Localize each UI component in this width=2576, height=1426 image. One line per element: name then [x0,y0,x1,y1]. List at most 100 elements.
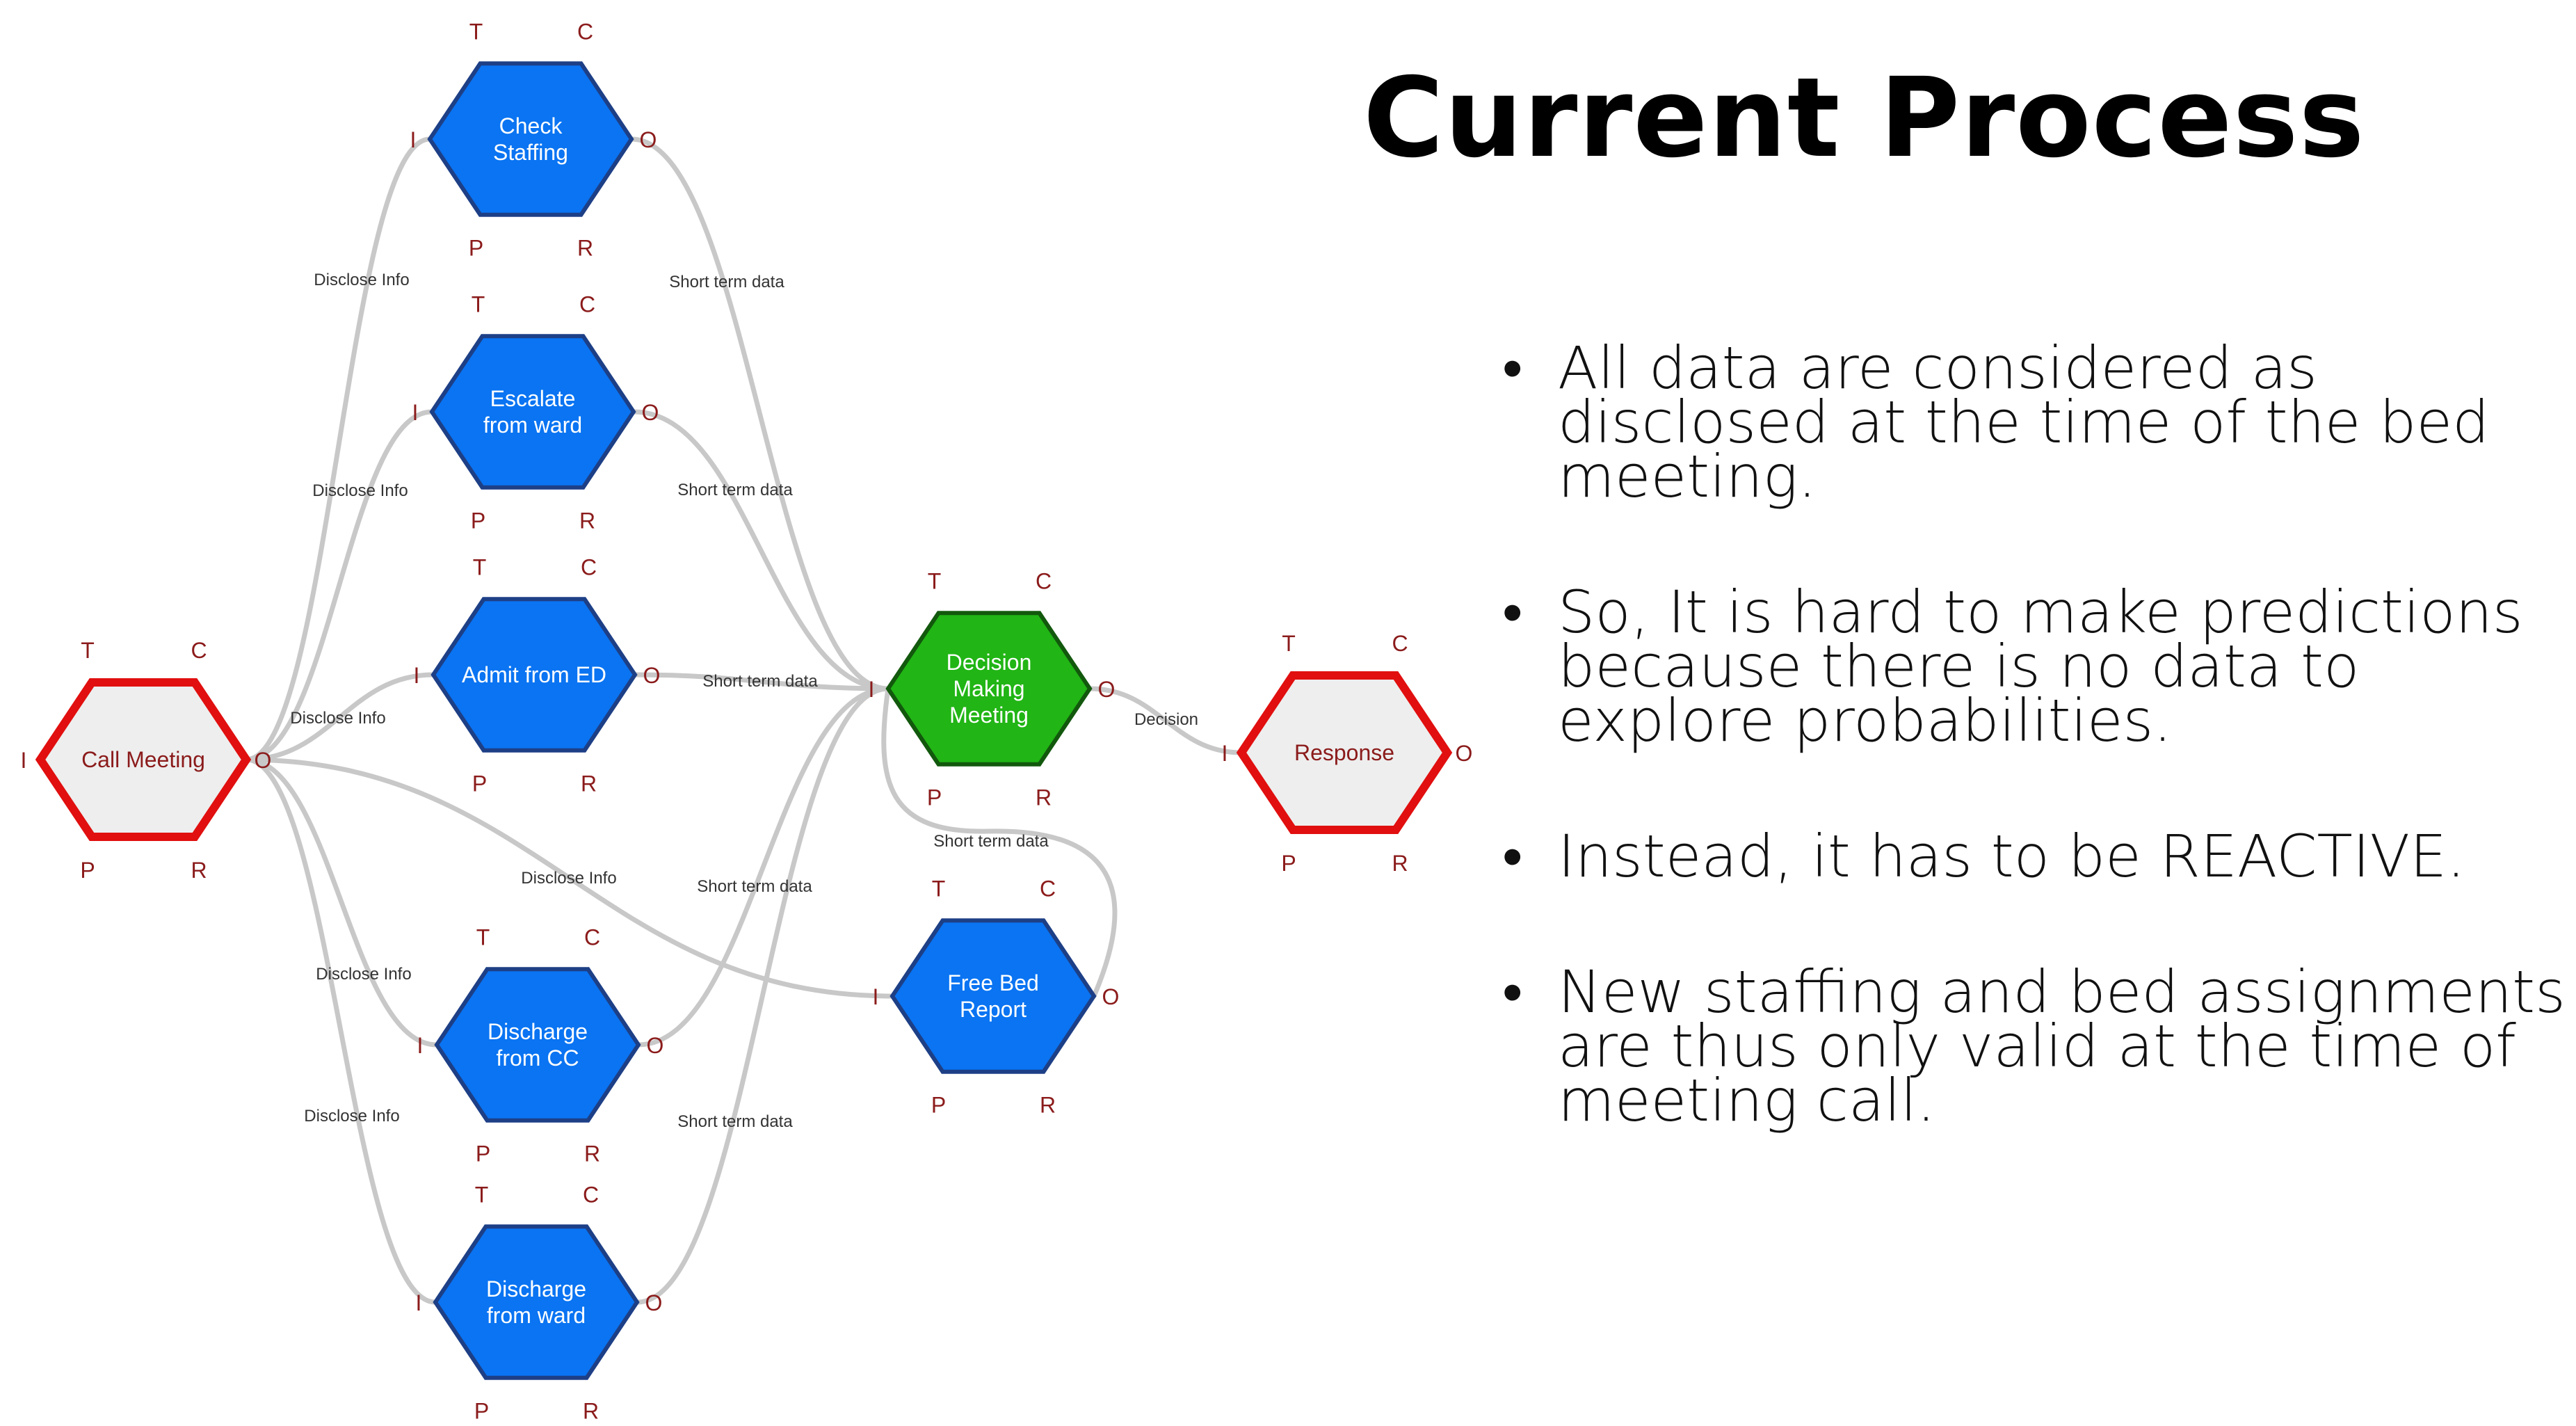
port-label-bottom-left: P [469,236,483,261]
node-label: from CC [496,1046,579,1071]
edge-label-disclose-3: Disclose Info [290,709,385,728]
connector-edge [881,686,1118,999]
node-label: Discharge [488,1019,588,1044]
node-label: Response [1294,740,1394,765]
hexagon-shape [889,918,1097,1074]
port-label-bottom-left: P [476,1141,490,1167]
port-label-top-left: T [928,568,942,593]
port-label-right: O [1098,677,1116,702]
port-label-bottom-right: R [191,858,207,883]
port-label-top-right: C [581,554,597,579]
port-label-left: I [1222,741,1228,766]
port-label-bottom-right: R [577,236,593,261]
port-label-left: I [869,677,875,702]
connector-edge [243,672,436,762]
port-label-right: O [643,663,661,688]
node-label: Call Meeting [81,747,205,772]
port-label-left: I [416,1290,422,1315]
edge-label-disclose-1: Disclose Info [314,271,409,289]
port-label-top-right: C [583,1182,599,1207]
port-label-bottom-right: R [579,508,595,534]
port-label-right: O [255,748,272,773]
node-label: Staffing [493,140,568,165]
port-label-bottom-left: P [927,785,942,810]
port-label-right: O [645,1290,663,1315]
connector-edge [634,686,891,1305]
connector-edge [243,757,895,999]
edge-label-disclose-2: Disclose Info [312,481,408,500]
port-label-top-left: T [932,876,946,901]
node-label: Admit from ED [462,662,606,687]
port-label-top-left: T [1282,631,1296,656]
bullet-item: New staffing and bed assignments are thu… [1502,963,2573,1130]
port-label-top-left: T [476,924,490,950]
node-admit-from-ed: Admit from ED T C I O P R [414,554,661,796]
port-label-bottom-right: R [583,1399,599,1424]
port-label-bottom-left: P [80,858,95,883]
connector-edge [243,136,433,762]
node-label: Decision [947,650,1032,675]
slide-title: Current Process [1363,54,2365,182]
port-label-top-left: T [473,554,487,579]
edges [243,136,1244,1305]
hexagon-shape [885,611,1093,767]
edge-label-disclose-6: Disclose Info [304,1107,399,1125]
edge-label-short-6: Short term data [677,1112,793,1131]
connector-edge [243,757,440,1048]
connector-edge [632,672,891,691]
port-label-bottom-left: P [471,508,485,534]
port-label-top-right: C [1036,568,1052,593]
node-label: Report [960,997,1027,1022]
port-label-right: O [1456,741,1473,766]
connector-edge [631,409,891,691]
port-label-top-right: C [584,924,600,950]
node-label: from ward [487,1303,586,1328]
connector-edge [636,686,891,1048]
node-label: Escalate [490,386,576,411]
port-label-right: O [647,1033,664,1058]
port-label-bottom-left: P [472,771,487,796]
edge-label-short-1: Short term data [669,273,784,291]
port-label-right: O [640,127,657,152]
bullet-item: Instead, it has to be REACTIVE. [1502,827,2573,886]
port-label-left: I [412,400,419,425]
bullet-item: So, It is hard to make predictions becau… [1502,583,2573,750]
edge-label-disclose-4: Disclose Info [521,869,616,888]
hexagon-shape [427,61,634,217]
connector-edge [1087,686,1244,755]
connector-edge [243,409,435,762]
port-label-top-right: C [579,291,595,317]
edge-label-short-2: Short term data [677,481,793,499]
bullet-item: All data are considered as disclosed at … [1502,339,2573,506]
node-label: Making [953,676,1024,701]
node-label: Discharge [486,1276,586,1301]
node-label: Free Bed [947,970,1039,995]
port-label-left: I [417,1033,424,1058]
hexagon-shape [429,334,636,490]
port-label-bottom-right: R [581,771,597,796]
port-label-top-right: C [577,19,593,44]
edge-label-short-4: Short term data [697,877,812,896]
port-label-top-left: T [472,291,485,317]
port-label-top-left: T [475,1182,489,1207]
port-label-left: I [873,984,879,1009]
edge-label-short-5: Short term data [933,832,1049,851]
port-label-bottom-right: R [584,1141,600,1167]
port-label-left: I [21,748,27,773]
node-label: from ward [483,412,582,438]
port-label-left: I [414,663,420,688]
port-label-bottom-right: R [1036,785,1052,810]
connector-edge [629,136,891,691]
hexagon-shape [433,1224,640,1380]
port-label-top-right: C [1392,631,1408,656]
hexagon-shape [1236,671,1453,834]
node-label: Meeting [949,703,1029,728]
port-label-bottom-right: R [1040,1093,1056,1118]
